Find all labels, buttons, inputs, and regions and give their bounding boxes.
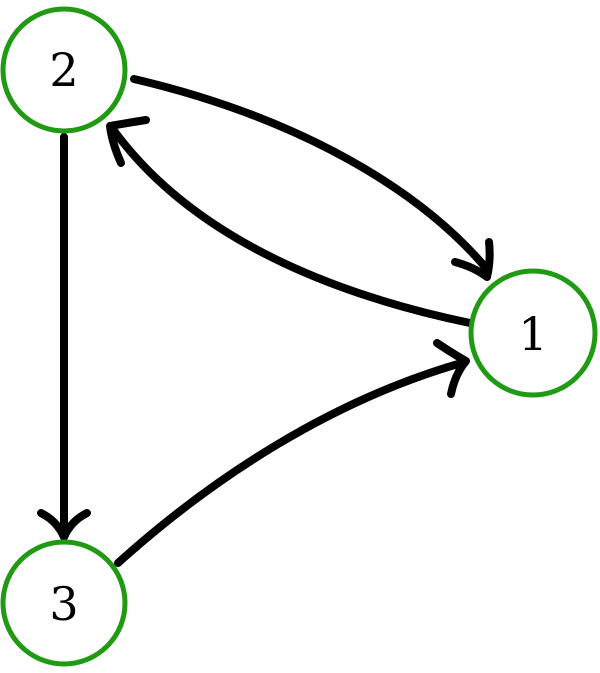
arrowhead-3-to-1	[433, 339, 470, 398]
node-1: 1	[468, 268, 598, 398]
arrowhead-2-to-3	[37, 509, 91, 541]
edge-3-to-1	[114, 358, 469, 567]
arrowhead-1-to-2	[106, 116, 150, 167]
node-3: 3	[0, 539, 128, 667]
node-2-circle	[0, 6, 128, 134]
edges	[37, 75, 494, 567]
node-3-circle	[0, 539, 128, 667]
nodes: 2 1 3	[0, 6, 598, 667]
node-3-label: 3	[49, 577, 78, 631]
edge-2-to-1	[130, 75, 490, 272]
arrowhead-2-to-1	[451, 238, 494, 281]
node-1-circle	[468, 268, 598, 398]
node-2: 2	[0, 6, 128, 134]
node-2-label: 2	[49, 43, 78, 97]
edge-1-to-2	[108, 124, 474, 327]
node-1-label: 1	[518, 307, 547, 361]
